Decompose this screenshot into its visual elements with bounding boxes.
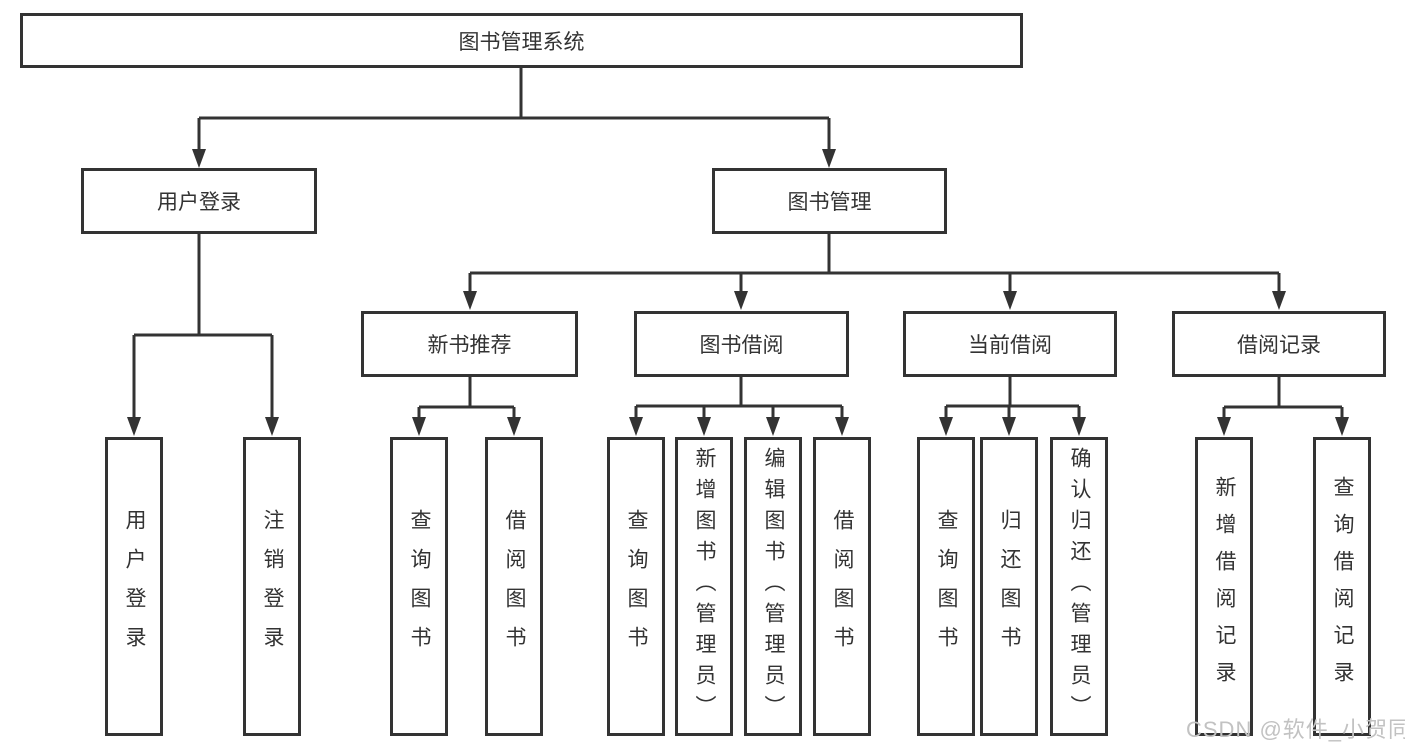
node-book-management: 图书管理 xyxy=(712,168,947,234)
node-borrowing-records: 借阅记录 xyxy=(1172,311,1386,377)
arrowhead-down-icon-login-leaves xyxy=(127,417,279,436)
connector-book-management-to-level3 xyxy=(468,234,1281,297)
watermark: CSDN @软件_小贺同学 xyxy=(1186,717,1405,742)
leaf-records-query-borrow-record: 查询借阅记录 xyxy=(1313,437,1371,736)
leaf-borrowing-add-books-admin: 新增图书（管理员） xyxy=(675,437,733,736)
leaf-logout: 注销登录 xyxy=(243,437,301,736)
arrowhead-down-icon-borrowing-leaves xyxy=(629,417,849,436)
arrowhead-down-icon-level2 xyxy=(192,149,836,168)
node-new-book-recommendation: 新书推荐 xyxy=(361,311,578,377)
leaf-user-login: 用户登录 xyxy=(105,437,163,736)
connector-paths xyxy=(132,68,1344,423)
arrowhead-icons xyxy=(127,149,1349,436)
connector-recommend-to-leaves xyxy=(417,377,516,423)
node-library-system: 图书管理系统 xyxy=(20,13,1023,68)
leaf-recommend-borrow-books: 借阅图书 xyxy=(485,437,543,736)
node-user-login: 用户登录 xyxy=(81,168,317,234)
connector-current-to-leaves xyxy=(944,377,1081,423)
node-current-borrowing: 当前借阅 xyxy=(903,311,1117,377)
leaf-current-return-books: 归还图书 xyxy=(980,437,1038,736)
leaf-borrowing-query-books: 查询图书 xyxy=(607,437,665,736)
leaf-borrowing-edit-books-admin: 编辑图书（管理员） xyxy=(744,437,802,736)
leaf-borrowing-borrow-books: 借阅图书 xyxy=(813,437,871,736)
arrowhead-down-icon-records-leaves xyxy=(1217,417,1349,436)
connector-records-to-leaves xyxy=(1222,377,1344,423)
arrowhead-down-icon-current-leaves xyxy=(939,417,1086,436)
arrowhead-down-icon-level3 xyxy=(463,291,1286,310)
leaf-recommend-query-books: 查询图书 xyxy=(390,437,448,736)
connector-user-login-to-leaves xyxy=(132,234,274,423)
node-book-borrowing: 图书借阅 xyxy=(634,311,849,377)
connector-root-to-level2 xyxy=(197,68,831,155)
leaf-records-add-borrow-record: 新增借阅记录 xyxy=(1195,437,1253,736)
arrowhead-down-icon-recommend-leaves xyxy=(412,417,521,436)
leaf-current-confirm-return-admin: 确认归还（管理员） xyxy=(1050,437,1108,736)
leaf-current-query-books: 查询图书 xyxy=(917,437,975,736)
connector-borrowing-to-leaves xyxy=(634,377,844,423)
